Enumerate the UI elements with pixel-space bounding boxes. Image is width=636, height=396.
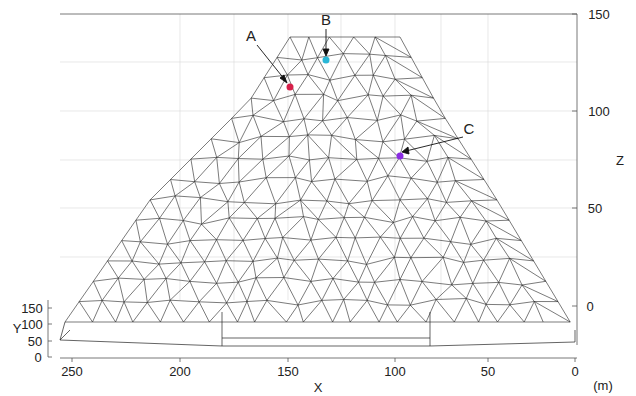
axis-label: 0 xyxy=(34,351,41,364)
point-c-dot xyxy=(397,153,404,160)
point-label: C xyxy=(464,121,475,136)
point-a-dot xyxy=(287,84,294,91)
point-label: B xyxy=(321,12,331,27)
axis-label: (m) xyxy=(593,379,613,392)
axis-label: 0 xyxy=(586,300,593,313)
axis-label: Z xyxy=(616,154,624,167)
axis-label: 100 xyxy=(21,318,43,331)
leader-arrows xyxy=(257,29,463,154)
mesh-edges xyxy=(65,37,570,322)
foundation-base xyxy=(60,312,575,346)
axis-label: 250 xyxy=(61,365,83,378)
axis-label: 50 xyxy=(588,202,602,215)
axis-label: 50 xyxy=(28,335,42,348)
axis-label: 150 xyxy=(588,8,610,21)
axis-label: 150 xyxy=(21,302,43,315)
axes xyxy=(48,14,577,362)
point-label: A xyxy=(246,28,256,43)
axis-label: 100 xyxy=(384,365,406,378)
grid xyxy=(60,14,577,300)
axis-label: 150 xyxy=(277,365,299,378)
axis-label: 100 xyxy=(588,105,610,118)
axis-label: Y xyxy=(13,322,22,335)
axis-label: 200 xyxy=(169,365,191,378)
axis-label: X xyxy=(314,381,323,394)
point-b-dot xyxy=(323,57,330,64)
axis-label: 0 xyxy=(571,365,578,378)
finite-element-mesh xyxy=(65,37,570,322)
axis-label: 50 xyxy=(481,365,495,378)
